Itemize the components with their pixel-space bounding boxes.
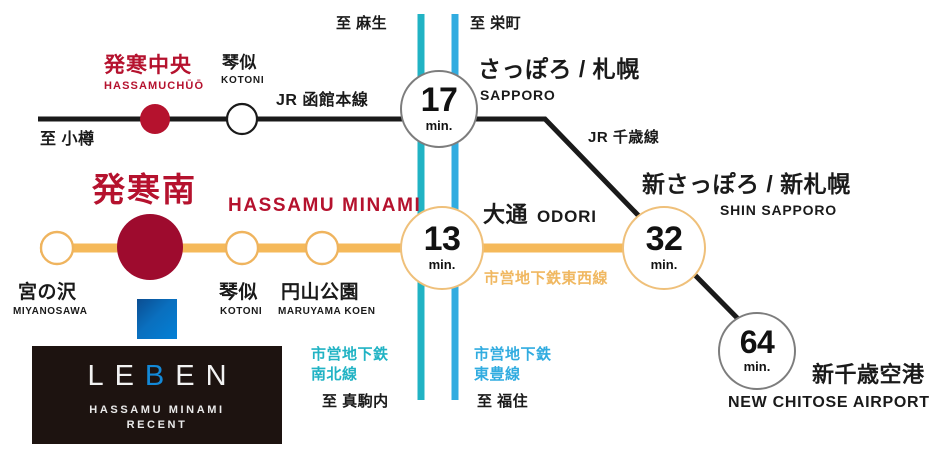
leben-letter-e1: E	[114, 359, 145, 392]
station-label-kotoni-subway-romaji: KOTONI	[220, 306, 263, 317]
station-dot-maruyama-koen	[304, 230, 340, 266]
station-label-new-chitose-airport-jp: 新千歳空港	[812, 362, 925, 387]
leben-logo: LEBEN HASSAMU MINAMI RECENT	[32, 346, 282, 444]
line-label-toho-row2: 東豊線	[474, 366, 521, 384]
station-label-shin-sapporo-romaji: SHIN SAPPORO	[720, 202, 837, 218]
station-label-hassamuchuo-romaji: HASSAMUCHŪŌ	[104, 80, 205, 92]
station-label-shin-sapporo-jp: 新さっぽろ / 新札幌	[642, 171, 851, 197]
station-label-kotoni-jr-romaji: KOTONI	[221, 75, 265, 86]
line-label-jr-hakodate: JR 函館本線	[276, 92, 369, 109]
time-bubble-32min-value: 32	[645, 220, 683, 259]
time-bubble-64min: 64 min.	[718, 312, 796, 390]
station-label-sapporo-jp: さっぽろ / 札幌	[478, 56, 640, 82]
station-label-odori-romaji: ODORI	[537, 207, 597, 226]
property-location-marker	[136, 298, 178, 340]
station-label-hassamuchuo-jp: 発寒中央	[104, 54, 192, 77]
time-bubble-64min-value: 64	[739, 324, 775, 361]
terminus-label-fukuzumi: 至 福住	[477, 393, 529, 410]
station-label-new-chitose-airport-romaji: NEW CHITOSE AIRPORT	[728, 394, 930, 411]
station-dot-hassamuchuo	[140, 104, 170, 134]
station-label-maruyama-koen-romaji: MARUYAMA KOEN	[278, 306, 376, 317]
leben-letter-l: L	[87, 359, 115, 392]
terminus-label-sakaemachi: 至 栄町	[470, 15, 522, 32]
line-label-toho-row1: 市営地下鉄	[474, 346, 552, 363]
leben-subtitle-location: HASSAMU MINAMI	[89, 403, 225, 416]
terminus-label-makomanai: 至 真駒内	[322, 393, 389, 410]
time-bubble-17min-unit: min.	[425, 117, 453, 133]
station-dot-miyanosawa	[39, 230, 75, 266]
station-label-miyanosawa-romaji: MIYANOSAWA	[13, 306, 88, 317]
station-label-hassamu-minami-romaji: HASSAMU MINAMI	[228, 195, 422, 216]
line-label-tozai: 市営地下鉄東西線	[484, 270, 609, 287]
leben-subtitle-series: RECENT	[126, 418, 188, 431]
line-label-nanboku-row1: 市営地下鉄	[311, 346, 389, 363]
time-bubble-64min-unit: min.	[743, 358, 771, 374]
line-label-nanboku-row2: 南北線	[311, 366, 358, 384]
station-label-maruyama-koen-jp: 円山公園	[281, 282, 360, 303]
time-bubble-13min-unit: min.	[428, 256, 456, 272]
station-label-kotoni-jr-jp: 琴似	[222, 53, 257, 72]
station-dot-kotoni-subway	[224, 230, 260, 266]
station-label-kotoni-subway-jp: 琴似	[219, 282, 259, 303]
time-bubble-17min: 17 min.	[400, 70, 478, 148]
leben-letter-e2: E	[175, 359, 206, 392]
station-label-sapporo-romaji: SAPPORO	[480, 87, 556, 103]
station-label-hassamu-minami-jp: 発寒南	[92, 171, 197, 208]
leben-letter-n: N	[205, 359, 238, 392]
station-dot-kotoni-jr	[225, 102, 259, 136]
terminus-label-asabu: 至 麻生	[336, 15, 388, 32]
time-bubble-13min: 13 min.	[400, 206, 484, 290]
station-label-miyanosawa-jp: 宮の沢	[18, 282, 77, 303]
station-label-odori-jp: 大通	[483, 202, 529, 227]
station-dot-hassamu-minami	[117, 214, 183, 280]
line-label-jr-chitose: JR 千歳線	[588, 129, 660, 146]
time-bubble-17min-value: 17	[420, 81, 458, 120]
time-bubble-13min-value: 13	[423, 220, 461, 259]
line-label-toho: 市営地下鉄 東豊線	[474, 345, 552, 386]
line-label-nanboku: 市営地下鉄 南北線	[311, 345, 389, 386]
time-bubble-32min-unit: min.	[650, 256, 678, 272]
terminus-label-otaru: 至 小樽	[40, 131, 95, 148]
leben-letter-b-accent: B	[144, 359, 176, 392]
leben-wordmark: LEBEN	[87, 360, 237, 393]
time-bubble-32min: 32 min.	[622, 206, 706, 290]
